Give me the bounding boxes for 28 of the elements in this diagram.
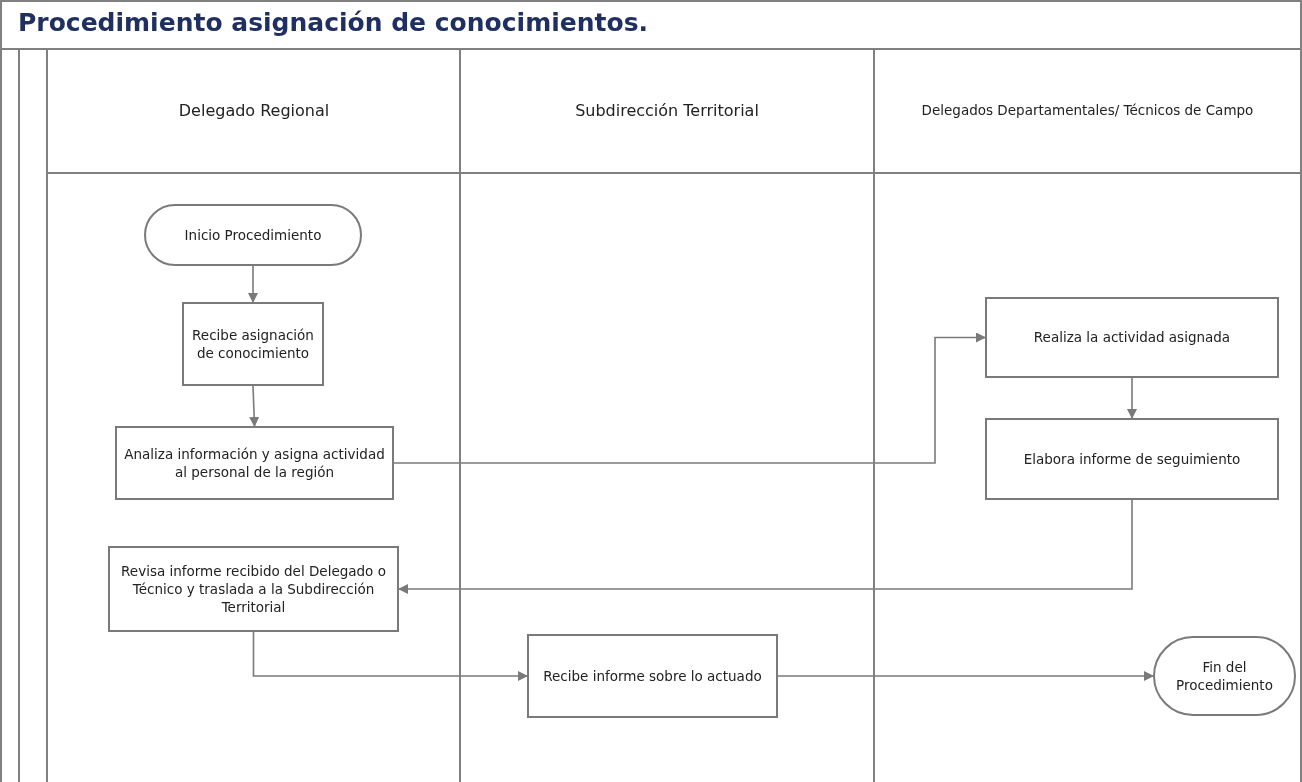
lane-header: Subdirección Territorial	[461, 50, 873, 174]
arrow	[252, 631, 528, 681]
step-label: Revisa informe recibido del Delegado o Técnico y traslada a la Subdirección Territorial	[120, 561, 387, 617]
step-label: Recibe informe sobre lo actuado	[543, 666, 762, 686]
process-box	[115, 426, 394, 500]
arrow	[1127, 377, 1137, 419]
swimlane	[873, 50, 1300, 782]
arrow	[393, 332, 986, 464]
step-label: Analiza información y asigna actividad al personal de la región	[123, 444, 386, 482]
diagram-title: Procedimiento asignación de conocimientos.	[18, 8, 648, 37]
process-box	[985, 297, 1279, 378]
process-box	[182, 302, 324, 386]
step-label: Fin del Procedimiento	[1175, 657, 1274, 695]
process-box	[108, 546, 399, 632]
process-box	[985, 418, 1279, 500]
lane-header: Delegados Departamentales/ Técnicos de Campo	[875, 50, 1300, 174]
swimlane	[459, 50, 873, 782]
arrow	[398, 499, 1133, 594]
arrow	[248, 265, 258, 303]
lane-header: Delegado Regional	[48, 50, 460, 174]
swimlane	[46, 50, 460, 782]
step-label: Inicio Procedimiento	[184, 225, 322, 245]
arrow	[777, 671, 1154, 681]
step-label: Recibe asignación de conocimiento	[191, 325, 315, 363]
step-label: Elabora informe de seguimiento	[1023, 449, 1241, 469]
process-box	[527, 634, 778, 718]
arrow	[249, 385, 260, 427]
step-label: Realiza la actividad asignada	[1033, 328, 1231, 347]
